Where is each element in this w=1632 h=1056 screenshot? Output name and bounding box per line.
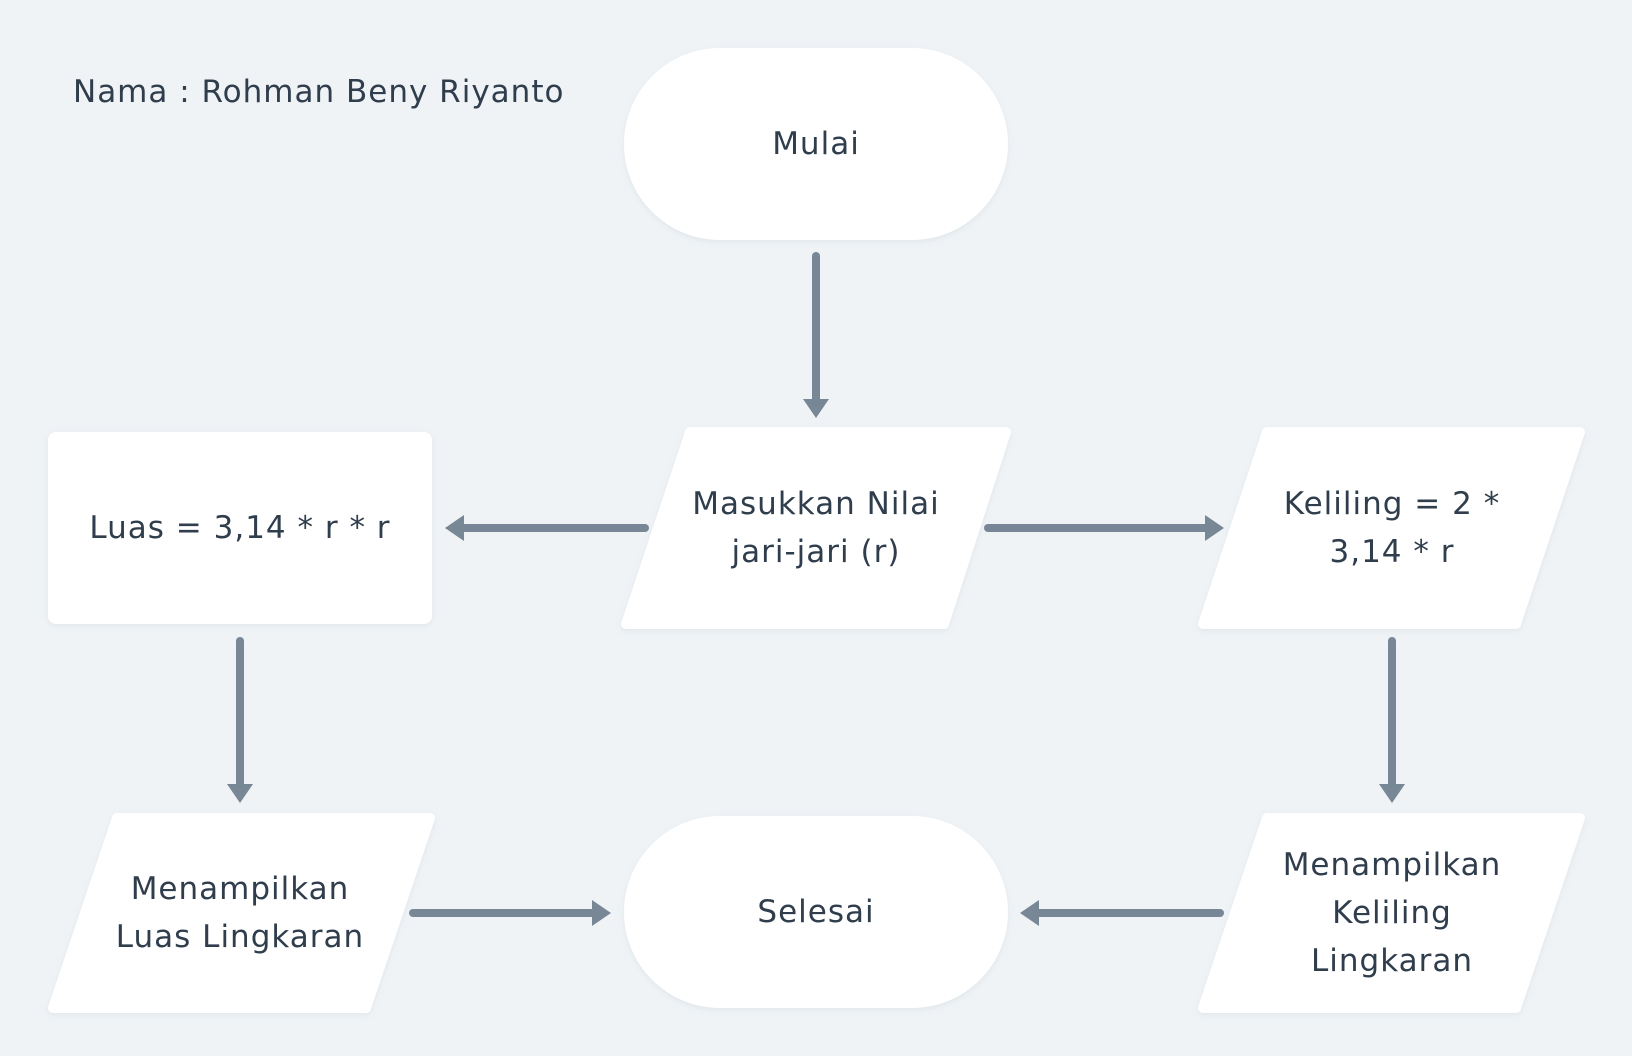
show-area-parallelogram <box>48 813 435 1013</box>
input-label-line1: Masukkan Nilai <box>692 486 940 522</box>
end-node: Selesai <box>624 816 1008 1008</box>
start-node: Mulai <box>624 48 1008 240</box>
circumference-label-line2: 3,14 * r <box>1329 534 1455 570</box>
show-circumference-label-line2: Keliling <box>1332 895 1452 931</box>
input-label-line2: jari-jari (r) <box>731 534 901 570</box>
arrowhead-show-area-to-end <box>592 900 611 926</box>
arrowhead-input-to-circumference <box>1205 515 1224 541</box>
area-process-node: Luas = 3,14 * r * r <box>48 432 432 624</box>
show-circumference-label-line3: Lingkaran <box>1310 943 1473 979</box>
arrowhead-start-to-input <box>803 399 829 418</box>
show-circumference-parallelogram <box>1198 813 1585 1013</box>
author-label: Nama : Rohman Beny Riyanto <box>73 74 565 110</box>
circumference-parallelogram <box>1198 427 1585 629</box>
end-terminal <box>624 816 1008 1008</box>
input-parallelogram <box>621 427 1011 629</box>
arrowhead-area-to-show-area <box>227 784 253 803</box>
arrowhead-input-to-area <box>445 515 464 541</box>
start-terminal <box>624 48 1008 240</box>
show-circumference-node: Menampilkan Keliling Lingkaran <box>1216 818 1568 1008</box>
area-process-box <box>48 432 432 624</box>
circumference-label-line1: Keliling = 2 * <box>1283 486 1501 522</box>
circumference-process-node: Keliling = 2 * 3,14 * r <box>1216 432 1568 624</box>
arrowhead-show-circumference-to-end <box>1020 900 1039 926</box>
input-node: Masukkan Nilai jari-jari (r) <box>640 432 992 624</box>
start-label: Mulai <box>772 126 860 162</box>
area-process-label: Luas = 3,14 * r * r <box>89 510 391 546</box>
show-area-label-line2: Luas Lingkaran <box>115 919 365 955</box>
arrowhead-circumference-to-show-circumference <box>1379 784 1405 803</box>
end-label: Selesai <box>757 894 875 930</box>
show-circumference-label-line1: Menampilkan <box>1282 847 1502 883</box>
show-area-node: Menampilkan Luas Lingkaran <box>64 818 416 1008</box>
show-area-label-line1: Menampilkan <box>130 871 350 907</box>
